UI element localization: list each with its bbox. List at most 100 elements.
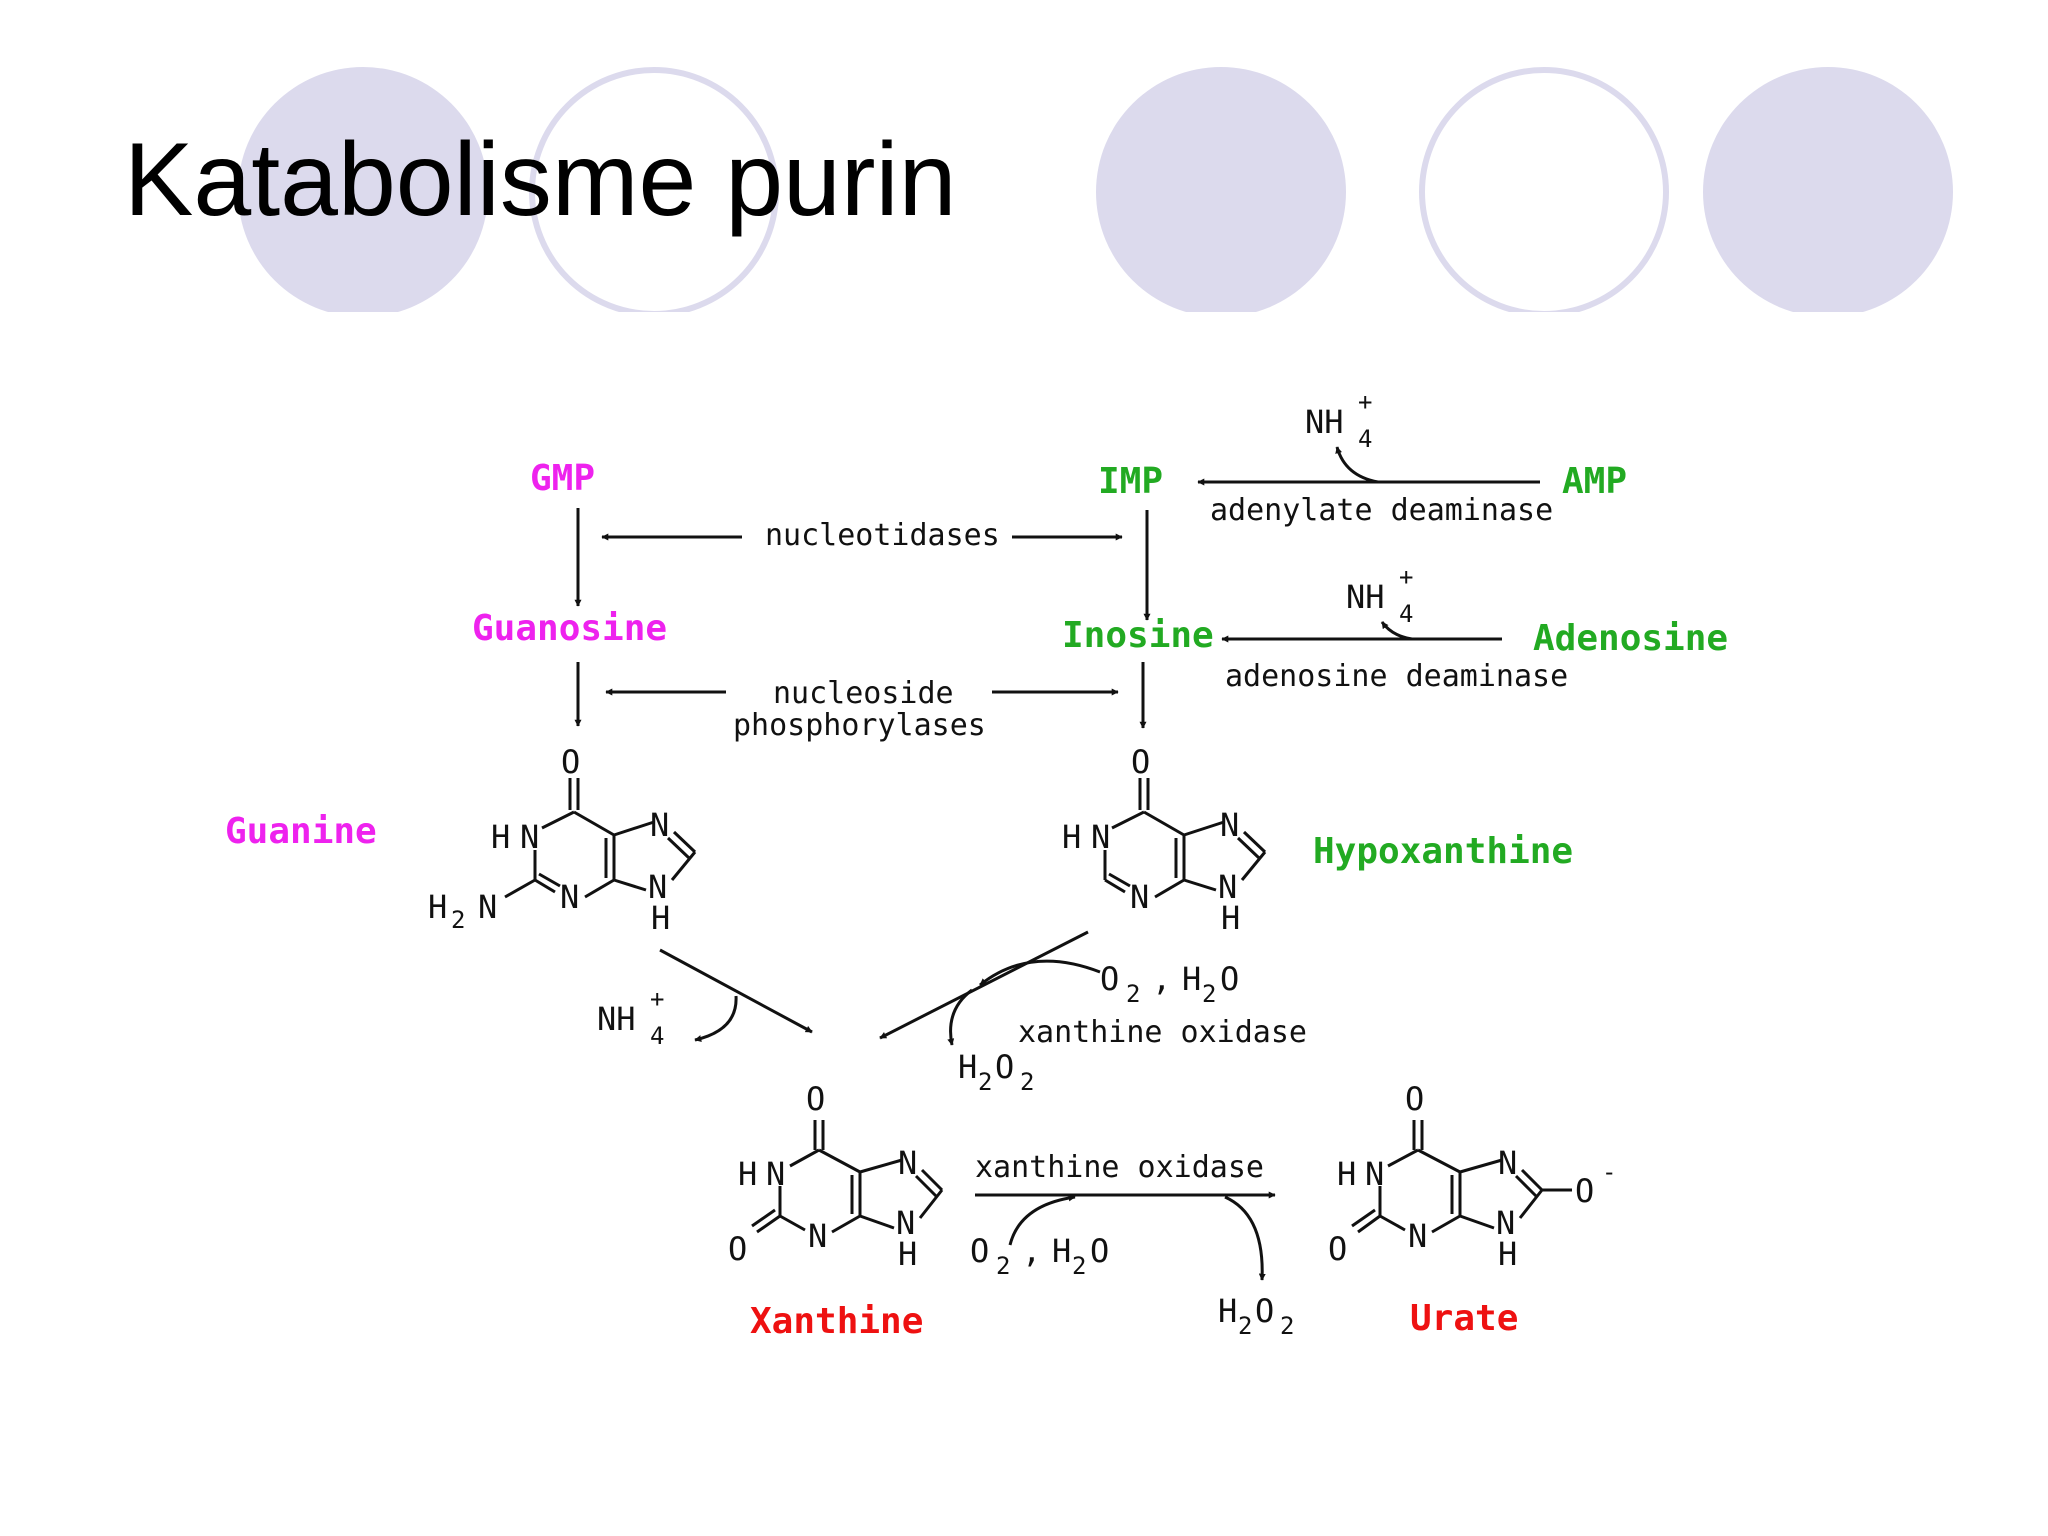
svg-text:H: H — [428, 888, 447, 926]
svg-text:O: O — [995, 1048, 1014, 1086]
o2-h2o-input-arrow-1 — [979, 959, 1101, 987]
guanine-to-xanthine-arrow — [659, 948, 813, 1034]
svg-text:N: N — [1220, 806, 1239, 844]
svg-text:H: H — [958, 1048, 977, 1086]
urate-structure: O H N N N N H O O - — [1328, 1080, 1616, 1273]
h2o2-release-arrow-1 — [947, 988, 973, 1046]
svg-text:N: N — [1496, 1204, 1515, 1242]
svg-text:2: 2 — [1126, 980, 1140, 1008]
svg-text:N: N — [808, 1217, 827, 1255]
svg-text:O: O — [970, 1232, 989, 1270]
o2-h2o-input-arrow-2 — [1008, 1194, 1076, 1246]
svg-text:O: O — [1328, 1230, 1347, 1268]
guanine-label: Guanine — [225, 811, 377, 852]
decor-circle-5 — [1703, 67, 1953, 317]
adenosine-nh4-release-arrow — [1380, 621, 1413, 641]
o2-h2o-label-2: O 2 , H 2 O — [970, 1232, 1109, 1280]
adenosine-label: Adenosine — [1533, 618, 1728, 659]
nucleoside-label-line1: nucleoside — [773, 676, 954, 711]
svg-text:N: N — [896, 1204, 915, 1242]
svg-text:O: O — [1090, 1232, 1109, 1270]
decor-circle-1 — [238, 67, 488, 317]
circle-base-cover — [0, 312, 2048, 352]
svg-text:2: 2 — [1072, 1252, 1086, 1280]
svg-text:4: 4 — [650, 1022, 664, 1050]
svg-text:H: H — [1337, 1155, 1356, 1193]
guanosine-label: Guanosine — [472, 608, 667, 649]
svg-text:2: 2 — [996, 1252, 1010, 1280]
xanthine-oxidase-label-2: xanthine oxidase — [975, 1150, 1264, 1185]
adenosine-deaminase-label: adenosine deaminase — [1225, 659, 1568, 694]
svg-text:H: H — [1052, 1232, 1071, 1270]
svg-text:2: 2 — [1238, 1312, 1252, 1340]
svg-text:O: O — [728, 1230, 747, 1268]
svg-text:H: H — [1218, 1292, 1237, 1330]
svg-text:H: H — [1221, 899, 1240, 937]
svg-text:O: O — [1405, 1080, 1424, 1118]
svg-text:,: , — [1022, 1232, 1041, 1270]
svg-text:N: N — [560, 878, 579, 916]
h2o2-label-2: H 2 O 2 — [1218, 1292, 1294, 1340]
svg-text:2: 2 — [1280, 1312, 1294, 1340]
svg-text:O: O — [1255, 1292, 1274, 1330]
urate-label: Urate — [1410, 1298, 1518, 1339]
svg-text:O: O — [1220, 960, 1239, 998]
imp-label: IMP — [1098, 461, 1163, 502]
hypoxanthine-structure: O H N N N N H — [1062, 743, 1267, 937]
guanine-nh4-release-arrow — [694, 995, 738, 1042]
svg-text:,: , — [1152, 960, 1171, 998]
svg-text:N: N — [1498, 1144, 1517, 1182]
amp-nh4-release-arrow — [1335, 446, 1379, 484]
svg-text:2: 2 — [1020, 1068, 1034, 1096]
svg-text:+: + — [650, 985, 664, 1013]
svg-text:H: H — [491, 818, 510, 856]
svg-text:N: N — [766, 1155, 785, 1193]
decor-circle-2 — [529, 67, 779, 317]
o2-h2o-label-1: O 2 , H 2 O — [1100, 960, 1239, 1008]
svg-text:O: O — [1131, 743, 1150, 781]
svg-text:2: 2 — [1202, 980, 1216, 1008]
svg-text:H: H — [898, 1235, 917, 1273]
svg-text:O: O — [561, 743, 580, 781]
svg-text:N: N — [648, 868, 667, 906]
svg-text:-: - — [1602, 1158, 1616, 1186]
svg-text:O: O — [1100, 960, 1119, 998]
gmp-label: GMP — [530, 458, 595, 499]
svg-text:+: + — [1358, 388, 1372, 416]
svg-text:NH: NH — [1346, 578, 1385, 616]
svg-text:N: N — [1365, 1155, 1384, 1193]
svg-text:N: N — [898, 1144, 917, 1182]
svg-text:O: O — [806, 1080, 825, 1118]
svg-text:H: H — [651, 899, 670, 937]
nh4-amp: NH 4 + — [1305, 388, 1372, 453]
svg-text:4: 4 — [1358, 425, 1372, 453]
svg-text:H: H — [1062, 818, 1081, 856]
slide-title: Katabolisme purin — [124, 122, 957, 238]
svg-text:NH: NH — [1305, 403, 1344, 441]
svg-text:N: N — [478, 888, 497, 926]
svg-text:N: N — [1408, 1217, 1427, 1255]
svg-text:N: N — [650, 806, 669, 844]
svg-text:+: + — [1399, 563, 1413, 591]
h2o2-label-1: H 2 O 2 — [958, 1048, 1034, 1096]
hypoxanthine-label: Hypoxanthine — [1313, 831, 1573, 872]
svg-text:2: 2 — [451, 906, 465, 934]
xanthine-label: Xanthine — [750, 1301, 923, 1342]
svg-text:H: H — [738, 1155, 757, 1193]
xanthine-structure: O H N N N N H O — [728, 1080, 944, 1273]
amp-label: AMP — [1562, 461, 1627, 502]
decor-circle-4 — [1419, 67, 1669, 317]
nh4-adenosine: NH 4 + — [1346, 563, 1413, 628]
nucleotidases-label: nucleotidases — [765, 518, 1000, 553]
svg-text:N: N — [1091, 818, 1110, 856]
svg-text:N: N — [520, 818, 539, 856]
svg-text:H: H — [1182, 960, 1201, 998]
svg-text:N: N — [1130, 878, 1149, 916]
svg-text:2: 2 — [978, 1068, 992, 1096]
h2o2-release-arrow-2 — [1224, 1195, 1266, 1281]
svg-text:O: O — [1575, 1172, 1594, 1210]
guanine-structure: O H N N N N H H N 2 — [428, 743, 697, 937]
svg-text:N: N — [1218, 868, 1237, 906]
svg-text:NH: NH — [597, 1000, 636, 1038]
